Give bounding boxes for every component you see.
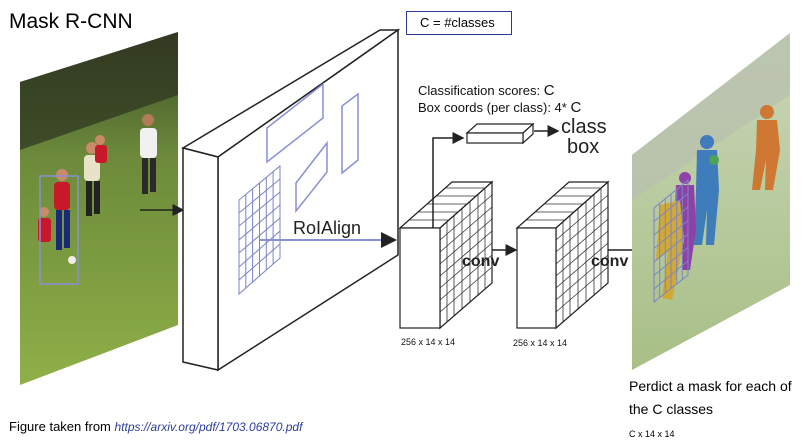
diagram-title: Mask R-CNN — [9, 10, 133, 33]
source-link[interactable]: https://arxiv.org/pdf/1703.06870.pdf — [114, 420, 303, 434]
fc-box — [465, 122, 535, 145]
roialign-label: RoIAlign — [293, 218, 361, 238]
caption-line-1: Perdict a mask for each of — [629, 378, 792, 394]
roi-grid — [238, 164, 281, 296]
proposal-rect-2 — [295, 140, 328, 214]
caption-line-2: the C classes — [629, 401, 714, 417]
legend-box: C = #classes — [406, 11, 512, 35]
classification-scores-var: C — [544, 82, 555, 99]
class-label: class — [561, 116, 607, 138]
mask-grid — [653, 178, 689, 304]
branch-arrow — [432, 132, 465, 228]
box-coords-text: Box coords (per class): 4* C — [418, 99, 581, 116]
input-image — [20, 32, 178, 385]
box-coords-var: C — [570, 99, 581, 116]
dim-label-1: 256 x 14 x 14 — [401, 337, 455, 347]
block-1 — [398, 180, 494, 330]
proposal-rect-3 — [341, 92, 359, 175]
box-label: box — [567, 136, 599, 158]
dim-label-2: 256 x 14 x 14 — [513, 338, 567, 348]
legend-text: C = #classes — [420, 15, 495, 30]
block-2 — [515, 180, 610, 330]
feature-map — [181, 28, 401, 372]
proposal-rect-1 — [266, 82, 324, 164]
roi-box — [39, 175, 79, 285]
output-image — [632, 33, 790, 370]
conv-label-2: conv — [591, 253, 628, 270]
source-line: Figure taken from https://arxiv.org/pdf/… — [9, 419, 302, 434]
box-coords-prefix: Box coords (per class): 4* — [418, 100, 570, 115]
players-figures — [38, 114, 157, 264]
classification-scores-prefix: Classification scores: — [418, 83, 544, 98]
conv-label-1: conv — [462, 253, 499, 270]
classification-scores-text: Classification scores: C — [418, 82, 555, 99]
dim-label-3: C x 14 x 14 — [629, 429, 675, 439]
source-prefix: Figure taken from — [9, 419, 115, 434]
